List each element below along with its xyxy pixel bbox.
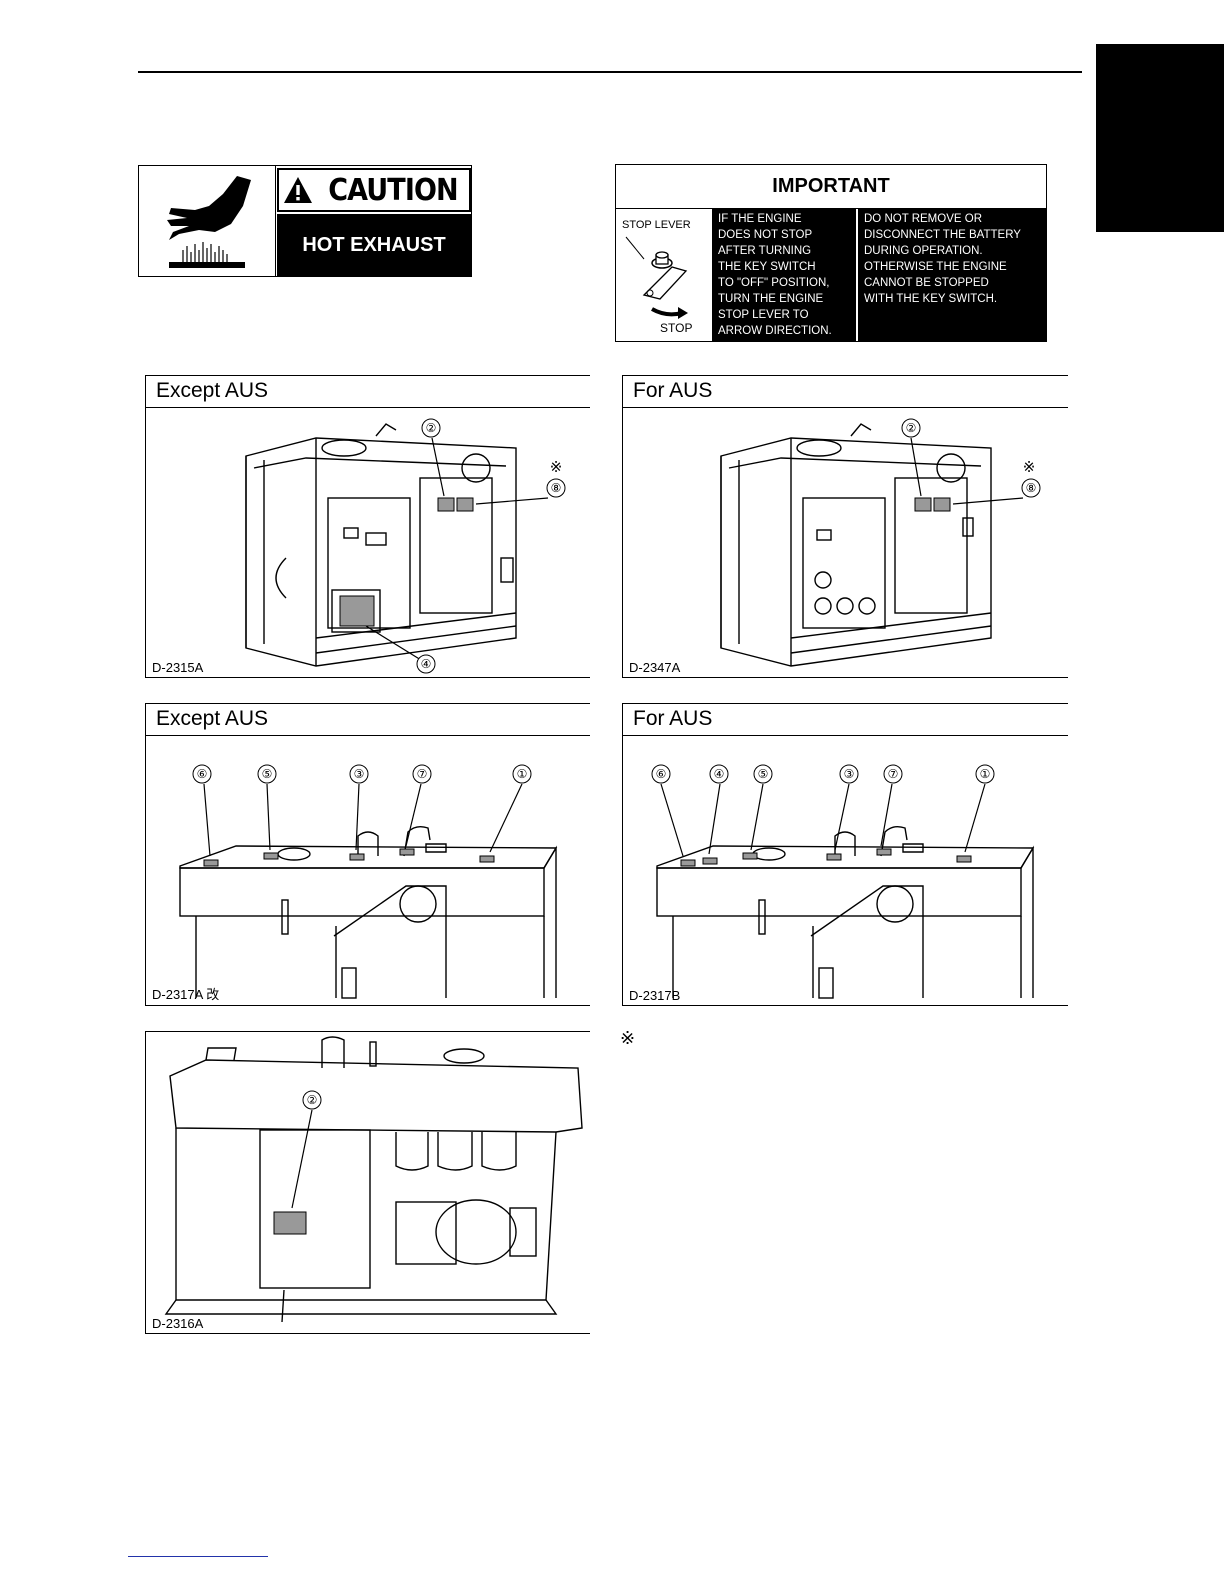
figure-title: Except AUS xyxy=(146,704,590,736)
important-instructions-col1: IF THE ENGINE DOES NOT STOP AFTER TURNIN… xyxy=(712,209,856,341)
caution-heading: CAUTION xyxy=(277,168,471,212)
important-heading: IMPORTANT xyxy=(616,165,1046,209)
callout-3: ③ xyxy=(354,767,365,781)
generator-front-drawing: ② ※ ⑧ ④ xyxy=(245,418,566,674)
caution-heading-text: CAUTION xyxy=(328,172,458,208)
callout-1: ① xyxy=(980,767,991,781)
footnote-mark: ※ xyxy=(620,1028,636,1048)
figure-code: D-2317B xyxy=(629,988,681,1003)
caution-hot-exhaust-label: CAUTION HOT EXHAUST xyxy=(138,165,472,277)
important-stop-lever-label: IMPORTANT STOP LEVER STOP IF THE ENGINE … xyxy=(615,164,1047,342)
callout-1: ① xyxy=(517,767,528,781)
figure-code: D-2347A xyxy=(629,660,681,675)
figure-except-aus-top: Except AUS xyxy=(145,703,590,1006)
section-tab xyxy=(1096,44,1224,232)
callout-3: ③ xyxy=(844,767,855,781)
callout-4: ④ xyxy=(421,657,432,671)
caution-body: HOT EXHAUST xyxy=(277,214,471,276)
figure-code: D-2316A xyxy=(152,1316,204,1331)
callout-6: ⑥ xyxy=(197,767,208,781)
header-rule xyxy=(138,71,1082,73)
figure-code: D-2315A xyxy=(152,660,204,675)
stop-lever-text: STOP LEVER xyxy=(622,219,691,231)
figure-for-aus-front: For AUS ② ※ ⑧ xyxy=(622,375,1068,678)
callout-2: ② xyxy=(426,421,437,435)
figure-title: For AUS xyxy=(623,704,1068,736)
callout-2: ② xyxy=(906,421,917,435)
callout-6: ⑥ xyxy=(656,767,667,781)
callout-8: ⑧ xyxy=(551,481,562,495)
hot-surface-hand-icon xyxy=(139,166,276,276)
generator-top-drawing: ⑥ ④ ⑤ ③ ⑦ ① xyxy=(651,764,1035,999)
stop-lever-diagram: STOP LEVER STOP xyxy=(616,209,712,341)
figure-code: D-2317A 改 xyxy=(152,987,220,1002)
callout-2: ② xyxy=(307,1093,318,1107)
callout-kome: ※ xyxy=(550,458,563,476)
stop-text: STOP xyxy=(660,321,693,335)
warning-triangle-icon xyxy=(284,177,313,203)
callout-8: ⑧ xyxy=(1026,481,1037,495)
figure-title: For AUS xyxy=(623,376,1068,408)
generator-top-drawing: ⑥ ⑤ ③ ⑦ ① xyxy=(179,764,558,999)
callout-4: ④ xyxy=(714,767,725,781)
callout-kome: ※ xyxy=(1023,458,1036,476)
callout-7: ⑦ xyxy=(417,767,428,781)
callout-5: ⑤ xyxy=(758,767,769,781)
figure-rear-view: ② D-2316A xyxy=(145,1031,590,1334)
footer-link-underline[interactable] xyxy=(128,1556,268,1557)
figure-title: Except AUS xyxy=(146,376,590,408)
figure-except-aus-front: Except AUS xyxy=(145,375,590,678)
callout-7: ⑦ xyxy=(888,767,899,781)
important-instructions-col2: DO NOT REMOVE OR DISCONNECT THE BATTERY … xyxy=(858,209,1046,341)
generator-rear-drawing: ② xyxy=(164,1036,583,1323)
callout-5: ⑤ xyxy=(262,767,273,781)
figure-for-aus-top: For AUS xyxy=(622,703,1068,1006)
generator-front-drawing: ② ※ ⑧ xyxy=(720,418,1041,667)
